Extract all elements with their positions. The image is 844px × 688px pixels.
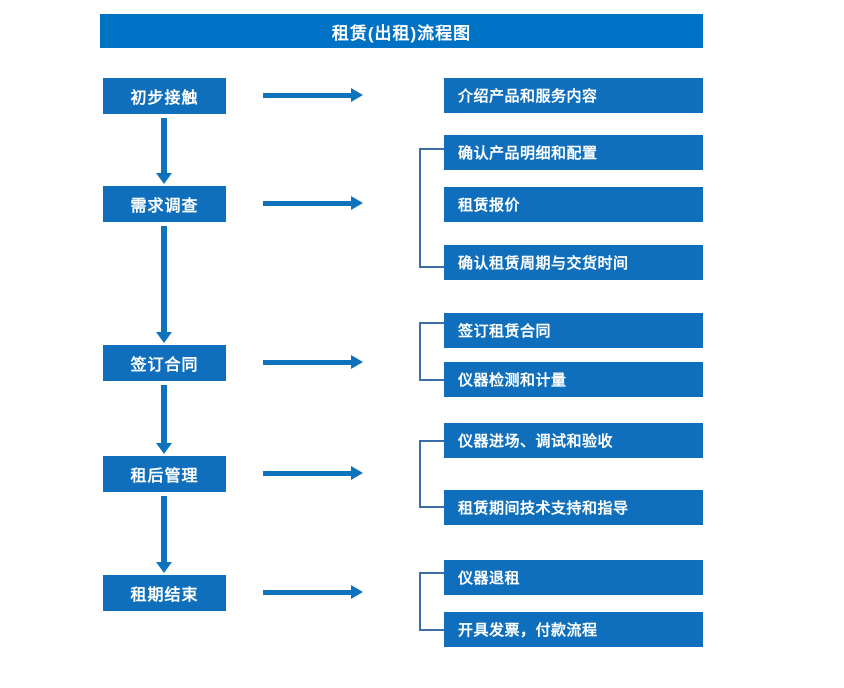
group-bracket-rental-end bbox=[419, 572, 444, 631]
horizontal-arrow-rental-end bbox=[263, 584, 363, 602]
detail-box-instrument-arrival-commissioning-acceptance[interactable]: 仪器进场、调试和验收 bbox=[444, 423, 703, 458]
detail-box-invoice-payment-process[interactable]: 开具发票，付款流程 bbox=[444, 612, 703, 647]
horizontal-arrow-initial-contact bbox=[263, 87, 363, 105]
detail-box-confirm-rental-period-delivery[interactable]: 确认租赁周期与交货时间 bbox=[444, 245, 703, 280]
horizontal-arrow-post-rental-management bbox=[263, 465, 363, 483]
detail-box-rental-quotation[interactable]: 租赁报价 bbox=[444, 187, 703, 222]
detail-box-technical-support-during-rental[interactable]: 租赁期间技术支持和指导 bbox=[444, 490, 703, 525]
stage-box-post-rental-management[interactable]: 租后管理 bbox=[103, 456, 226, 492]
vertical-arrow-initial-contact-to-needs-survey bbox=[155, 118, 173, 184]
detail-box-sign-rental-contract[interactable]: 签订租赁合同 bbox=[444, 313, 703, 348]
horizontal-arrow-sign-contract bbox=[263, 354, 363, 372]
stage-box-needs-survey[interactable]: 需求调查 bbox=[103, 186, 226, 222]
detail-box-confirm-product-details-config[interactable]: 确认产品明细和配置 bbox=[444, 135, 703, 170]
vertical-arrow-post-rental-to-rental-end bbox=[155, 496, 173, 573]
vertical-arrow-needs-survey-to-sign-contract bbox=[155, 226, 173, 343]
flowchart-title: 租赁(出租)流程图 bbox=[100, 14, 703, 48]
group-bracket-needs-survey bbox=[419, 148, 444, 268]
detail-box-instrument-inspection-metering[interactable]: 仪器检测和计量 bbox=[444, 362, 703, 397]
stage-box-sign-contract[interactable]: 签订合同 bbox=[103, 345, 226, 381]
detail-box-introduce-products-services[interactable]: 介绍产品和服务内容 bbox=[444, 78, 703, 113]
detail-box-instrument-return[interactable]: 仪器退租 bbox=[444, 560, 703, 595]
vertical-arrow-sign-contract-to-post-rental bbox=[155, 385, 173, 454]
group-bracket-post-rental-management bbox=[419, 440, 444, 508]
stage-box-rental-end[interactable]: 租期结束 bbox=[103, 575, 226, 611]
horizontal-arrow-needs-survey bbox=[263, 195, 363, 213]
stage-box-initial-contact[interactable]: 初步接触 bbox=[103, 78, 226, 114]
group-bracket-sign-contract bbox=[419, 322, 444, 381]
